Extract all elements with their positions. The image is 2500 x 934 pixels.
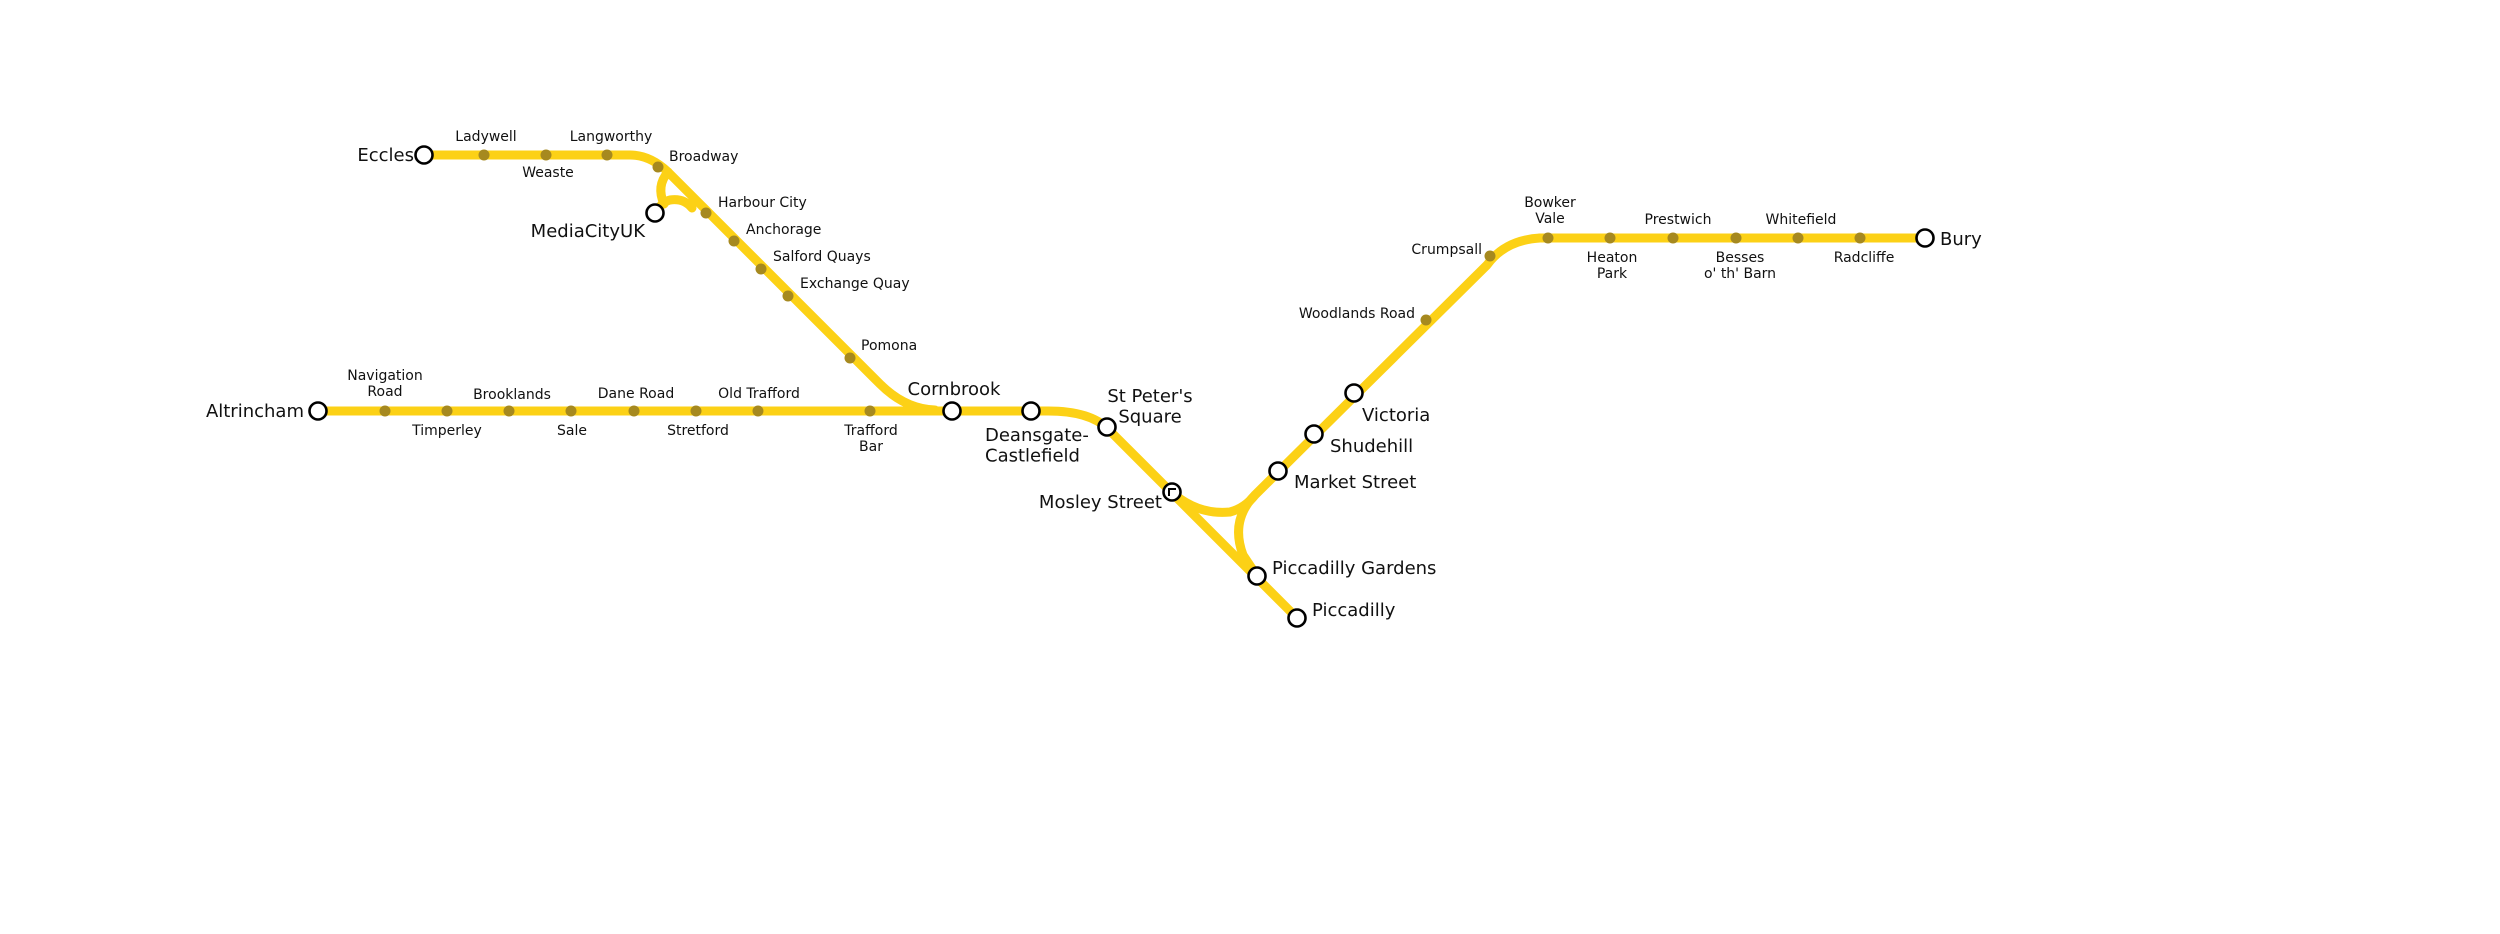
label-eccles: Eccles: [357, 145, 414, 166]
major-stops: [308, 145, 1935, 628]
stop-salford-quays[interactable]: [755, 263, 767, 275]
stop-besses[interactable]: [1730, 232, 1742, 244]
label-victoria: Victoria: [1362, 405, 1430, 426]
stop-sale[interactable]: [565, 405, 577, 417]
label-broadway: Broadway: [669, 149, 738, 165]
stop-trafford-bar[interactable]: [864, 405, 876, 417]
stop-anchorage[interactable]: [728, 235, 740, 247]
stop-heaton-park[interactable]: [1604, 232, 1616, 244]
stop-broadway[interactable]: [652, 161, 664, 173]
label-deansgate-castlefield: Deansgate-Castlefield: [985, 425, 1089, 467]
stop-piccadilly-gardens[interactable]: [1247, 566, 1267, 586]
label-whitefield: Whitefield: [1766, 212, 1837, 228]
stop-whitefield[interactable]: [1792, 232, 1804, 244]
mosley-street-marker: [1168, 488, 1176, 496]
label-piccadilly: Piccadilly: [1312, 600, 1396, 621]
stop-crumpsall[interactable]: [1484, 250, 1496, 262]
label-prestwich: Prestwich: [1645, 212, 1712, 228]
stop-bury[interactable]: [1915, 228, 1935, 248]
stop-market-street[interactable]: [1268, 461, 1288, 481]
stop-navigation-road[interactable]: [379, 405, 391, 417]
stop-stretford[interactable]: [690, 405, 702, 417]
label-piccadilly-gardens: Piccadilly Gardens: [1272, 558, 1436, 579]
track-lines: [313, 150, 1930, 622]
track-mediacityuk-link: [656, 167, 673, 209]
stop-altrincham[interactable]: [308, 401, 328, 421]
stop-prestwich[interactable]: [1667, 232, 1679, 244]
label-bury: Bury: [1940, 229, 1982, 250]
label-exchange-quay: Exchange Quay: [800, 276, 910, 292]
stop-pomona[interactable]: [844, 352, 856, 364]
stop-weaste[interactable]: [540, 149, 552, 161]
label-ladywell: Ladywell: [455, 129, 516, 145]
stop-bowker-vale[interactable]: [1542, 232, 1554, 244]
stop-dane-road[interactable]: [628, 405, 640, 417]
stop-harbour-city[interactable]: [700, 207, 712, 219]
label-mosley-street: Mosley Street: [1039, 492, 1162, 513]
label-pomona: Pomona: [861, 338, 917, 354]
label-mediacityuk: MediaCityUK: [531, 221, 647, 242]
stop-ladywell[interactable]: [478, 149, 490, 161]
stop-victoria[interactable]: [1344, 383, 1364, 403]
stop-exchange-quay[interactable]: [782, 290, 794, 302]
stop-eccles[interactable]: [414, 145, 434, 165]
label-stretford: Stretford: [667, 423, 729, 439]
label-market-street: Market Street: [1294, 472, 1416, 493]
label-weaste: Weaste: [522, 165, 574, 181]
label-sale: Sale: [557, 423, 587, 439]
track-eccles-broadway: [419, 150, 673, 177]
track-triangle-link: [1234, 490, 1262, 581]
stop-shudehill[interactable]: [1304, 424, 1324, 444]
stop-old-trafford[interactable]: [752, 405, 764, 417]
label-anchorage: Anchorage: [746, 222, 821, 238]
stop-deansgate-castlefield[interactable]: [1021, 401, 1041, 421]
label-harbour-city: Harbour City: [718, 195, 807, 211]
label-dane-road: Dane Road: [598, 386, 674, 402]
label-crumpsall: Crumpsall: [1411, 242, 1482, 258]
label-brooklands: Brooklands: [473, 387, 551, 403]
label-salford-quays: Salford Quays: [773, 249, 871, 265]
stop-mosley-street[interactable]: [1162, 482, 1182, 502]
stop-st-peters-square[interactable]: [1097, 417, 1117, 437]
stop-timperley[interactable]: [441, 405, 453, 417]
minor-stops: [379, 149, 1866, 417]
label-timperley: Timperley: [411, 423, 482, 439]
label-woodlands-road: Woodlands Road: [1299, 306, 1415, 322]
label-radcliffe: Radcliffe: [1834, 250, 1895, 266]
stop-radcliffe[interactable]: [1854, 232, 1866, 244]
track-broadway-cornbrook: [663, 167, 940, 415]
stop-brooklands[interactable]: [503, 405, 515, 417]
label-langworthy: Langworthy: [570, 129, 653, 145]
label-old-trafford: Old Trafford: [718, 386, 800, 402]
label-cornbrook: Cornbrook: [908, 379, 1002, 400]
stop-woodlands-road[interactable]: [1420, 314, 1432, 326]
stop-langworthy[interactable]: [601, 149, 613, 161]
label-altrincham: Altrincham: [206, 401, 304, 422]
stop-mediacityuk[interactable]: [645, 203, 665, 223]
label-shudehill: Shudehill: [1330, 436, 1413, 457]
stop-cornbrook[interactable]: [942, 401, 962, 421]
stop-piccadilly[interactable]: [1287, 608, 1307, 628]
